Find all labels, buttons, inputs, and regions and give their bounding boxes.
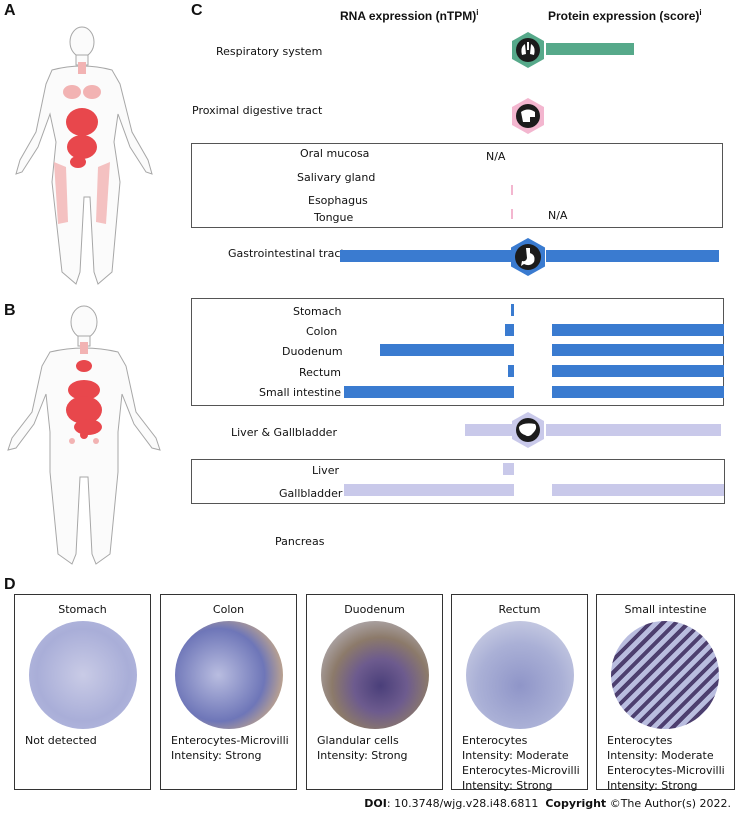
tissue-label-oral-mucosa: Oral mucosa — [300, 147, 370, 160]
ihc-tissue-image[interactable] — [466, 621, 574, 729]
na-label-oral-mucosa-rna: N/A — [486, 150, 506, 163]
rna-bar-gastrointestinal[interactable] — [340, 250, 512, 262]
tissue-label-rectum: Rectum — [299, 366, 341, 379]
mouth-icon — [512, 98, 544, 134]
male-body-figure — [7, 305, 161, 565]
rna-bar-colon[interactable] — [504, 324, 514, 336]
system-label-liver: Liver & Gallbladder — [231, 426, 337, 439]
tissue-label-small-intestine: Small intestine — [259, 386, 341, 399]
ihc-description-line: Intensity: Strong — [171, 749, 262, 762]
protein-bar-gallbladder[interactable] — [552, 484, 724, 496]
ihc-description-line: Intensity: Moderate — [607, 749, 714, 762]
protein-bar-colon[interactable] — [552, 324, 724, 336]
ihc-description-line: Glandular cells — [317, 734, 399, 747]
tissue-label-gallbladder: Gallbladder — [279, 487, 343, 500]
ihc-title: Colon — [212, 603, 245, 616]
ihc-description-line: Enterocytes-Microvilli — [607, 764, 725, 777]
na-label-tongue-protein: N/A — [548, 209, 568, 222]
rna-bar-small-intestine[interactable] — [344, 386, 514, 398]
ihc-description-line: Enterocytes — [462, 734, 528, 747]
ihc-description-line: Enterocytes-Microvilli — [171, 734, 289, 747]
ihc-tissue-image[interactable] — [611, 621, 719, 729]
rna-bar-salivary-gland[interactable] — [511, 185, 513, 195]
rna-bar-duodenum[interactable] — [380, 344, 514, 356]
ihc-description-line: Intensity: Moderate — [462, 749, 569, 762]
ihc-title: Duodenum — [344, 603, 405, 616]
tissue-label-stomach: Stomach — [293, 305, 342, 318]
lungs-icon — [512, 32, 544, 68]
protein-expression-header: Protein expression (score)i — [548, 8, 702, 23]
protein-bar-duodenum[interactable] — [552, 344, 724, 356]
rna-bar-liver-system[interactable] — [465, 424, 512, 436]
tissue-label-colon: Colon — [306, 325, 338, 338]
system-label-gastrointestinal: Gastrointestinal tract — [228, 247, 345, 260]
oral-tissues-box — [191, 143, 723, 228]
stomach-icon — [511, 238, 545, 276]
ihc-description-line: Not detected — [25, 734, 97, 747]
info-icon[interactable]: i — [476, 8, 479, 17]
system-label-respiratory: Respiratory system — [216, 45, 323, 58]
ihc-tissue-image[interactable] — [321, 621, 429, 729]
rna-bar-esophagus[interactable] — [511, 209, 513, 219]
panel-label-a: A — [4, 2, 16, 19]
female-body-figure — [15, 26, 153, 285]
ihc-title: Stomach — [58, 603, 107, 616]
info-icon[interactable]: i — [699, 8, 702, 17]
panel-label-c: C — [191, 2, 203, 19]
panel-label-d: D — [4, 576, 16, 593]
tissue-label-duodenum: Duodenum — [282, 345, 343, 358]
rna-bar-liver[interactable] — [503, 463, 514, 475]
tissue-label-tongue: Tongue — [314, 211, 354, 224]
tissue-label-salivary-gland: Salivary gland — [297, 171, 376, 184]
system-label-pancreas: Pancreas — [275, 535, 325, 548]
citation-footer: DOI: 10.3748/wjg.v28.i48.6811 Copyright … — [364, 797, 731, 810]
ihc-description-line: Intensity: Strong — [462, 779, 553, 792]
liver-icon — [512, 412, 544, 448]
protein-bar-liver-system[interactable] — [546, 424, 721, 436]
ihc-tissue-image[interactable] — [175, 621, 283, 729]
ihc-tissue-image[interactable] — [29, 621, 137, 729]
protein-bar-small-intestine[interactable] — [552, 386, 724, 398]
protein-bar-rectum[interactable] — [552, 365, 724, 377]
ihc-description-line: Enterocytes-Microvilli — [462, 764, 580, 777]
ihc-title: Small intestine — [624, 603, 707, 616]
ihc-description-line: Intensity: Strong — [607, 779, 698, 792]
rna-bar-gallbladder[interactable] — [344, 484, 514, 496]
protein-bar-gastrointestinal[interactable] — [546, 250, 719, 262]
rna-expression-header: RNA expression (nTPM)i — [340, 8, 479, 23]
rna-bar-rectum[interactable] — [507, 365, 514, 377]
system-label-proximal-digestive: Proximal digestive tract — [192, 104, 323, 117]
tissue-label-esophagus: Esophagus — [308, 194, 368, 207]
ihc-description-line: Enterocytes — [607, 734, 673, 747]
rna-bar-stomach[interactable] — [510, 304, 514, 316]
protein-bar-respiratory[interactable] — [546, 43, 634, 55]
organ-highlights — [54, 62, 110, 224]
ihc-description-line: Intensity: Strong — [317, 749, 408, 762]
liver-tissues-box — [191, 459, 725, 504]
tissue-label-liver: Liver — [312, 464, 339, 477]
ihc-title: Rectum — [498, 603, 541, 616]
panel-label-b: B — [4, 302, 16, 319]
